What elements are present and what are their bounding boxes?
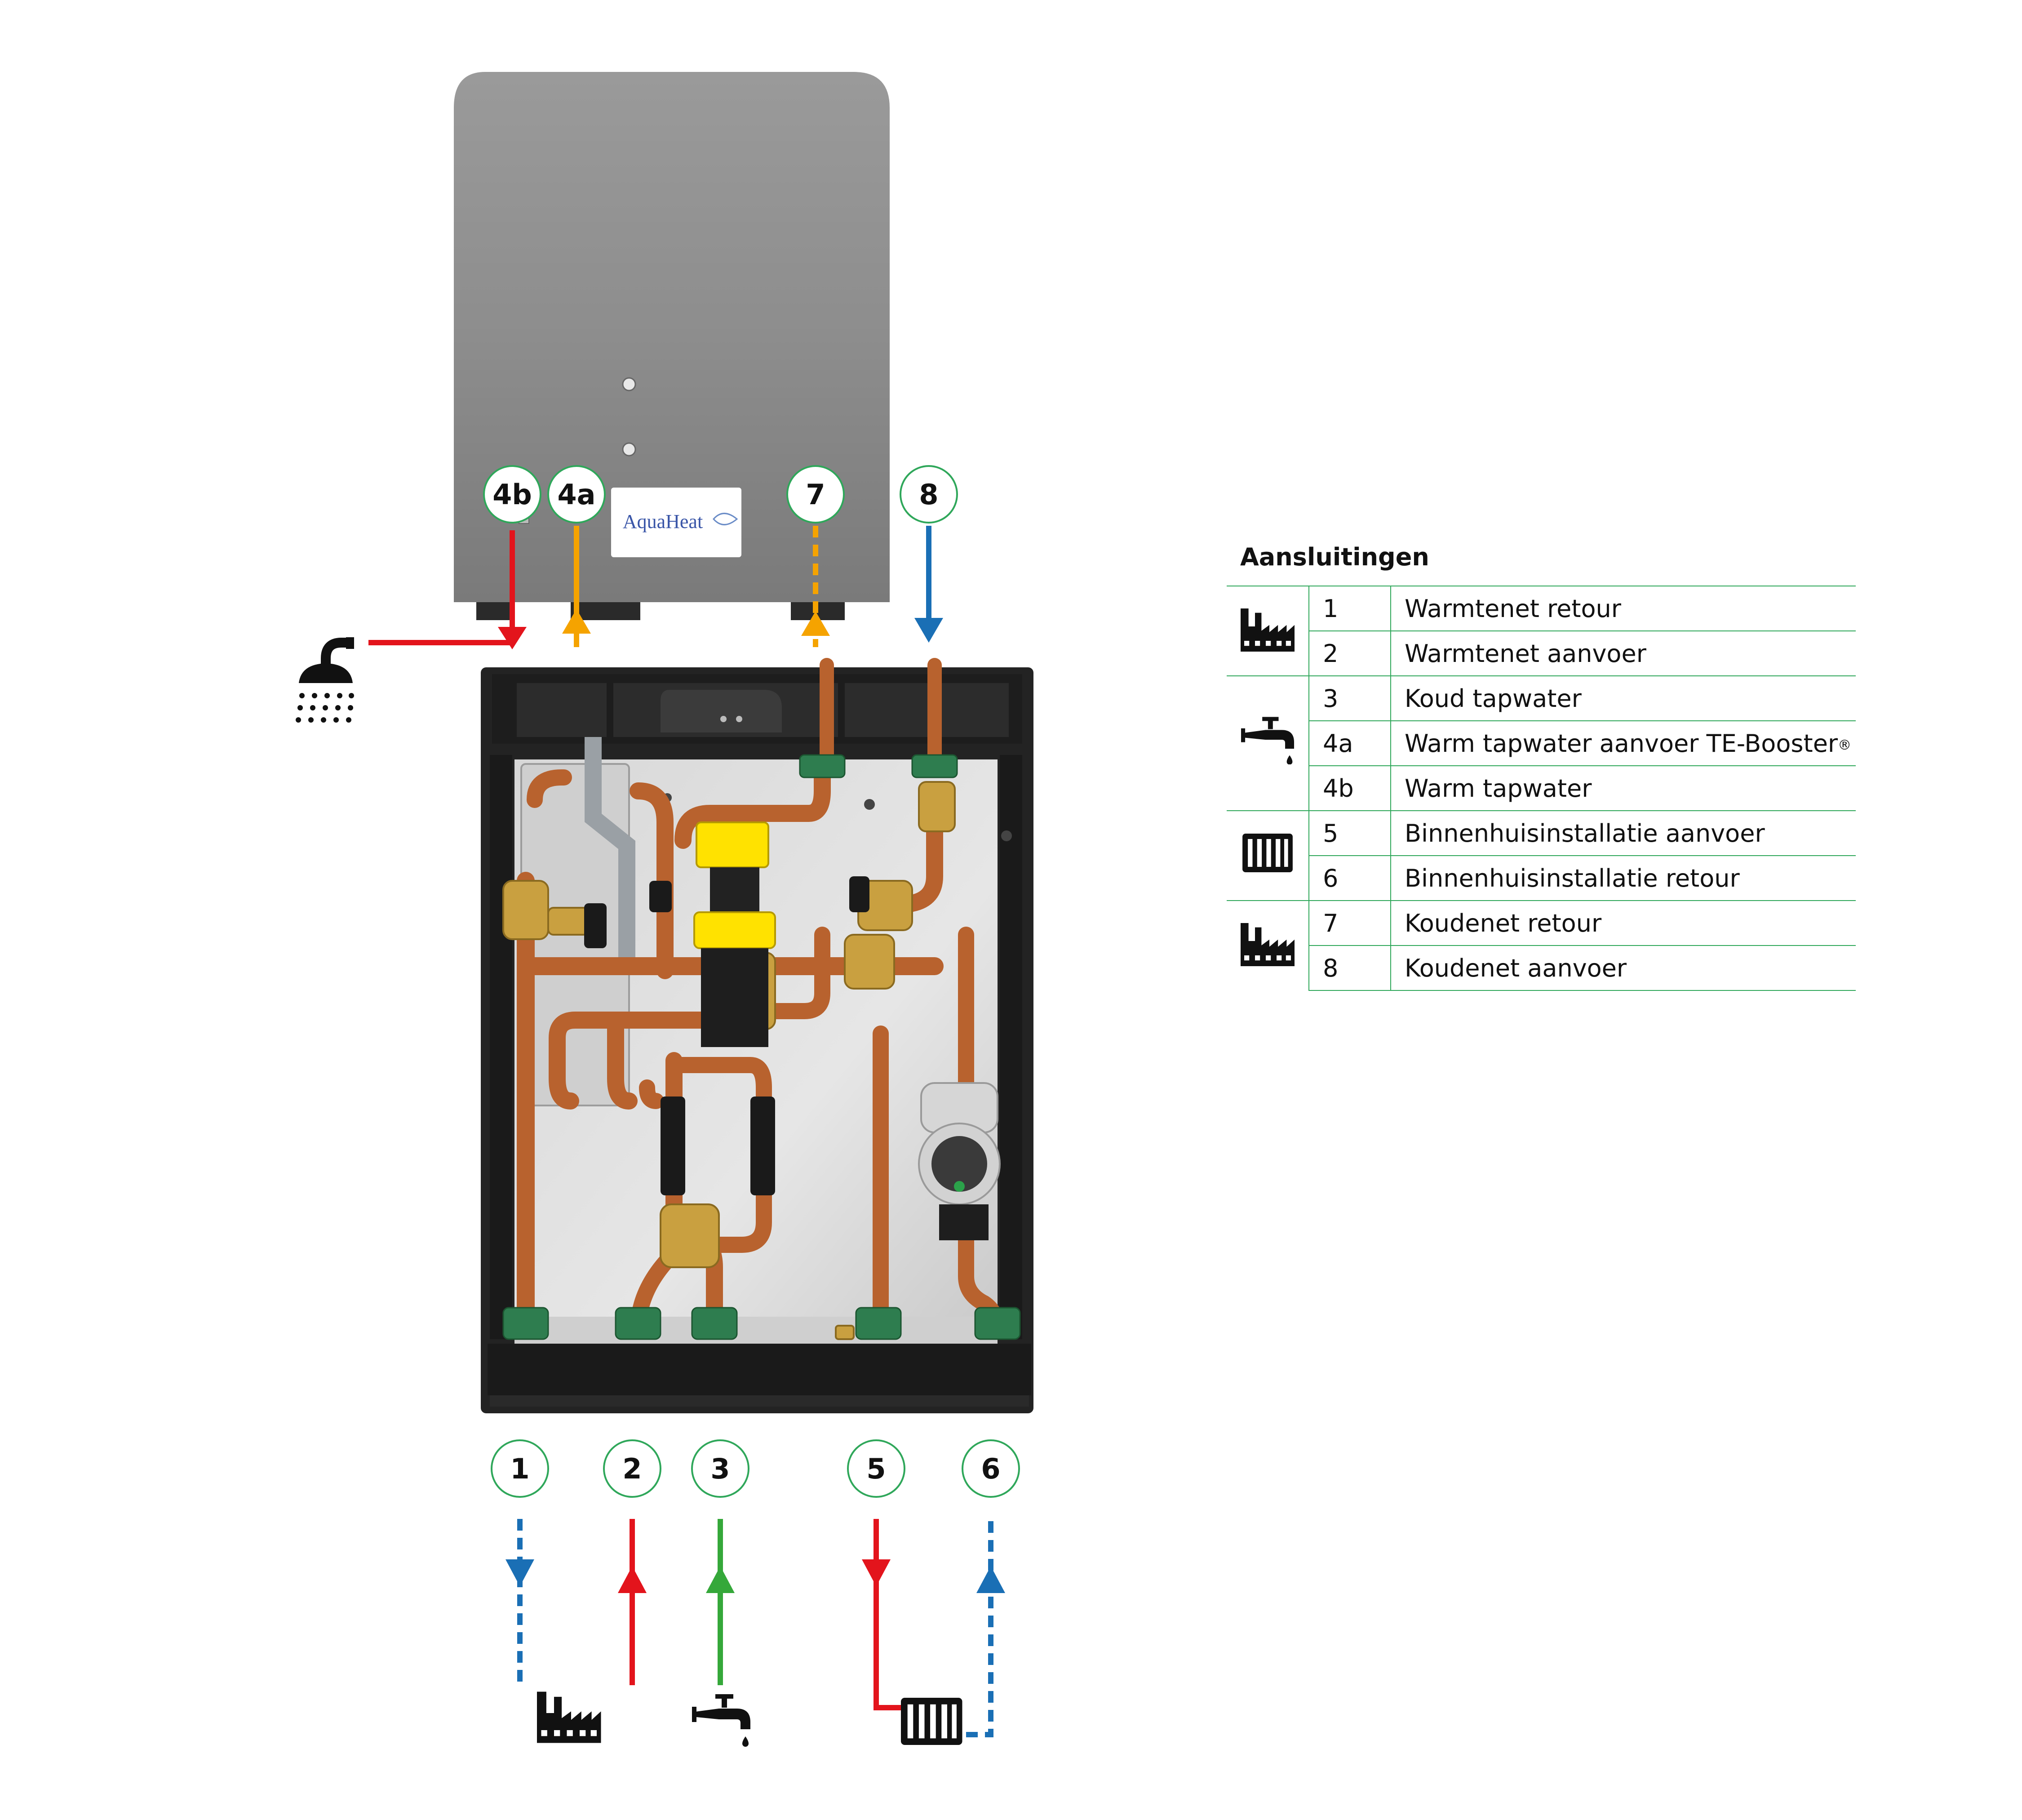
legend-title: Aansluitingen: [1240, 543, 1429, 571]
legend-number: 8: [1309, 945, 1391, 991]
delivery-set-cabinet: [481, 658, 1033, 1413]
legend-row-8: 8 Koudenet aanvoer: [1227, 945, 1856, 991]
valve: [844, 934, 895, 990]
legend-row-1: 1 Warmtenet retour: [1227, 586, 1856, 676]
callout-label: 7: [806, 478, 825, 511]
flow-4b: [368, 530, 527, 649]
callout-4b: 4b: [483, 465, 541, 524]
flow-4a: [562, 526, 591, 647]
callout-4a: 4a: [547, 465, 606, 524]
status-led-2: [622, 442, 636, 457]
radiator-icon: [1242, 833, 1293, 872]
valve: [918, 781, 956, 832]
callout-3: 3: [691, 1439, 749, 1498]
legend-row-7: 7 Koudenet retour: [1227, 900, 1856, 990]
callout-7: 7: [786, 465, 845, 524]
legend-row-4b: 4b Warm tapwater: [1227, 765, 1856, 811]
legend-description: Koudenet retour: [1391, 900, 1856, 946]
flow-7: [801, 526, 830, 647]
legend-number: 2: [1309, 630, 1391, 676]
legend-number: 5: [1309, 810, 1391, 856]
brand-label: AquaHeat: [623, 510, 703, 533]
callout-6: 6: [962, 1439, 1020, 1498]
legend-icon-cell: [1227, 810, 1309, 901]
callout-label: 4a: [558, 478, 596, 511]
valve: [502, 880, 549, 940]
callout-label: 3: [710, 1452, 730, 1485]
brand-plate: [611, 488, 741, 557]
radiator-icon: [901, 1698, 962, 1745]
factory-icon: [1241, 608, 1295, 652]
legend-description: Warm tapwater aanvoer TE-Booster®: [1391, 720, 1856, 766]
legend-number: 4b: [1309, 765, 1391, 811]
legend-number: 1: [1309, 586, 1391, 631]
callout-5: 5: [847, 1439, 905, 1498]
legend-table: 1 Warmtenet retour 2 Warmtenet aanvoer 3…: [1227, 586, 1856, 991]
callout-2: 2: [603, 1439, 661, 1498]
flow-5: [862, 1519, 903, 1710]
callout-label: 2: [622, 1452, 642, 1485]
legend-number: 6: [1309, 855, 1391, 901]
tap-icon: [1241, 716, 1294, 765]
legend-icon-cell: [1227, 900, 1309, 990]
legend-number: 3: [1309, 675, 1391, 721]
callout-label: 4b: [492, 478, 532, 511]
legend-icon-cell: [1227, 675, 1309, 811]
legend-description: Warm tapwater: [1391, 765, 1856, 811]
legend-description-text: Warm tapwater aanvoer TE-Booster: [1405, 729, 1838, 758]
flow-3: [706, 1519, 735, 1685]
factory-icon: [1241, 923, 1295, 966]
flow-6: [966, 1519, 1005, 1737]
callout-label: 8: [919, 478, 938, 511]
legend-row-4a: 4a Warm tapwater aanvoer TE-Booster®: [1227, 720, 1856, 766]
callout-label: 5: [866, 1452, 886, 1485]
legend-number: 4a: [1309, 720, 1391, 766]
callout-label: 1: [510, 1452, 529, 1485]
legend-description: Koud tapwater: [1391, 675, 1856, 721]
legend-row-5: 5 Binnenhuisinstallatie aanvoer: [1227, 810, 1856, 901]
status-led-1: [622, 377, 636, 391]
flow-1: [505, 1519, 534, 1685]
legend-row-3: 3 Koud tapwater: [1227, 675, 1856, 811]
legend-number: 7: [1309, 900, 1391, 946]
callout-8: 8: [900, 465, 958, 524]
legend-icon-cell: [1227, 586, 1309, 676]
flow-8: [914, 526, 943, 643]
flow-2: [618, 1519, 647, 1685]
callout-label: 6: [981, 1452, 1000, 1485]
registered-mark: ®: [1838, 737, 1852, 753]
legend-description: Warmtenet aanvoer: [1391, 630, 1856, 676]
factory-icon: [537, 1691, 601, 1743]
legend-description: Warmtenet retour: [1391, 586, 1856, 631]
legend-description: Binnenhuisinstallatie aanvoer: [1391, 810, 1856, 856]
circulation-pump: [918, 1082, 1001, 1240]
shower-icon: [296, 637, 354, 723]
legend-description: Koudenet aanvoer: [1391, 945, 1856, 991]
callout-1: 1: [491, 1439, 549, 1498]
legend-row-2: 2 Warmtenet aanvoer: [1227, 630, 1856, 676]
legend-row-6: 6 Binnenhuisinstallatie retour: [1227, 855, 1856, 901]
tap-icon: [692, 1694, 750, 1747]
valve: [660, 1203, 720, 1268]
legend-description: Binnenhuisinstallatie retour: [1391, 855, 1856, 901]
valve-actuator: [693, 821, 776, 1047]
te-booster-unit: AquaHeat: [454, 72, 890, 620]
